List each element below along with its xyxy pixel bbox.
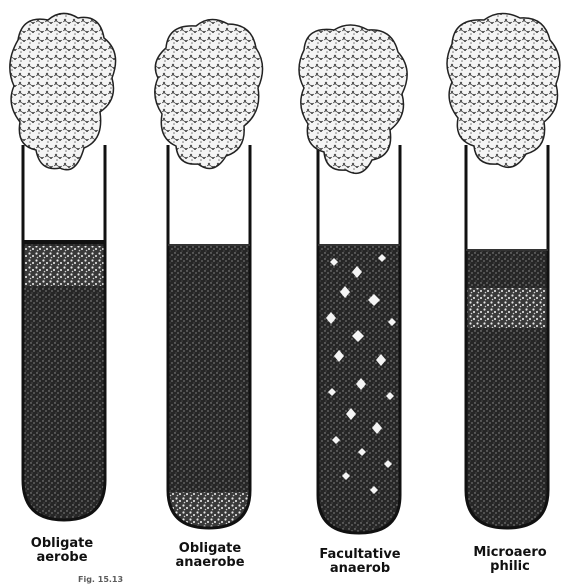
label-line-2: anaerobe (155, 556, 265, 570)
label-line-2: aerobe (7, 551, 117, 565)
tube-obligate-anaerobe (155, 19, 263, 535)
label-obligate-anaerobe: Obligate anaerobe (155, 542, 265, 570)
tube-obligate-aerobe (10, 13, 116, 530)
tube-facultative-anaerobe (299, 25, 407, 540)
aerobe-growth-band (23, 246, 105, 286)
microaerophilic-growth-band (466, 288, 548, 328)
label-line-1: Obligate (7, 537, 117, 551)
label-line-2: anaerob (305, 562, 415, 576)
cotton-plug-4 (447, 13, 560, 167)
label-obligate-aerobe: Obligate aerobe (7, 537, 117, 565)
label-microaerophilic: Microaero philic (455, 546, 565, 574)
label-line-1: Facultative (305, 548, 415, 562)
label-line-2: philic (455, 560, 565, 574)
label-line-1: Obligate (155, 542, 265, 556)
label-line-1: Microaero (455, 546, 565, 560)
figure-caption: Fig. 15.13 (78, 575, 123, 584)
anaerobe-growth-cluster (168, 492, 250, 532)
label-facultative-anaerobe: Facultative anaerob (305, 548, 415, 576)
tube-microaerophilic (447, 13, 560, 535)
